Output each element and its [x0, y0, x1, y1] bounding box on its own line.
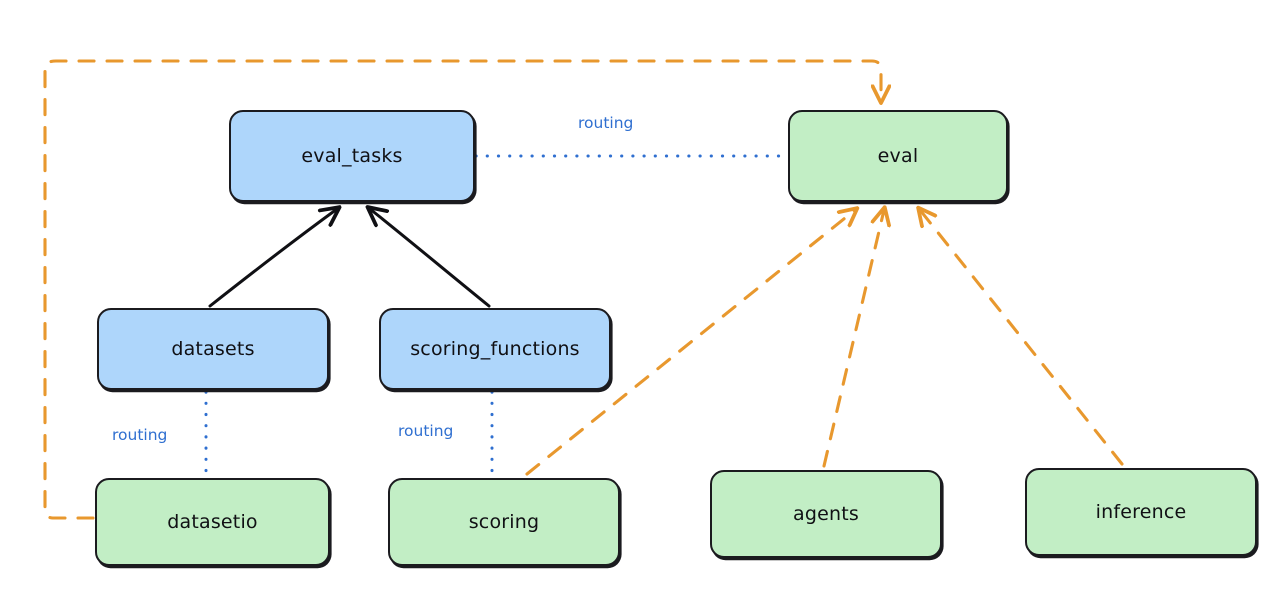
node-eval-tasks[interactable]: eval_tasks — [229, 110, 475, 202]
node-label: scoring_functions — [410, 337, 580, 360]
edge-datasets-to-eval_tasks — [208, 209, 337, 308]
node-label: agents — [793, 502, 859, 525]
node-label: inference — [1095, 500, 1187, 523]
edge-label-routing-datasets-datasetio: routing — [112, 426, 168, 444]
node-label: scoring — [468, 510, 540, 533]
node-agents[interactable]: agents — [710, 470, 942, 558]
node-label: eval_tasks — [301, 144, 403, 167]
node-scoring-functions[interactable]: scoring_functions — [379, 308, 611, 390]
edge-inference-to-eval — [920, 210, 1124, 466]
node-datasets[interactable]: datasets — [97, 308, 329, 390]
node-eval[interactable]: eval — [788, 110, 1008, 202]
node-label: datasets — [171, 337, 255, 360]
edge-label-routing-scoring-functions-scoring: routing — [398, 422, 454, 440]
edge-agents-to-eval — [822, 210, 884, 468]
node-inference[interactable]: inference — [1025, 468, 1257, 556]
node-scoring[interactable]: scoring — [388, 478, 620, 566]
node-label: eval — [877, 144, 919, 167]
node-label: datasetio — [167, 510, 258, 533]
edge-scoring_functions-to-eval_tasks — [370, 209, 491, 308]
node-datasetio[interactable]: datasetio — [95, 478, 330, 566]
edge-label-routing-eval-tasks-eval: routing — [578, 114, 634, 132]
